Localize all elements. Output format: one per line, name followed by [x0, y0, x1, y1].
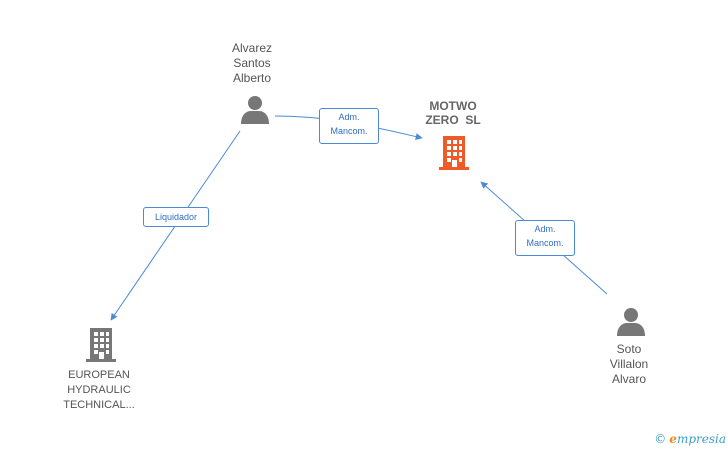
edge-label-line: Mancom. — [526, 238, 564, 248]
label-line: Santos — [233, 56, 271, 70]
building-icon[interactable] — [85, 327, 117, 363]
node-label-european: EUROPEAN HYDRAULIC TECHNICAL... — [44, 368, 154, 413]
label-line: Alvarez — [231, 41, 272, 55]
label-line: ZERO SL — [425, 113, 481, 127]
label-line: TECHNICAL... — [63, 399, 135, 411]
label-line: Alvaro — [611, 372, 646, 386]
brand-name: mpresia — [676, 432, 726, 446]
edge-label-line: Adm. — [338, 112, 360, 122]
node-label-soto: Soto Villalon Alvaro — [584, 342, 674, 387]
copyright-icon: © — [654, 432, 667, 446]
edge-label-line: Mancom. — [330, 126, 368, 136]
label-line: Soto — [616, 342, 642, 356]
person-icon[interactable] — [240, 94, 270, 126]
label-line: Alberto — [232, 71, 272, 85]
edge-label-line: Adm. — [534, 224, 556, 234]
person-icon[interactable] — [616, 306, 646, 338]
node-label-alvarez: Alvarez Santos Alberto — [207, 41, 297, 86]
label-line: HYDRAULIC — [67, 384, 131, 396]
label-line: Villalon — [609, 357, 649, 371]
edge-label-alvarez-european[interactable]: Liquidador — [143, 207, 209, 227]
edge-label-soto-motwo[interactable]: Adm. Mancom. — [515, 220, 575, 256]
brand-initial: e — [669, 432, 677, 446]
empresia-watermark: ©empresia — [654, 432, 726, 446]
label-line: EUROPEAN — [68, 369, 130, 381]
edge-label-line: Liquidador — [154, 212, 198, 222]
edge-label-alvarez-motwo[interactable]: Adm. Mancom. — [319, 108, 379, 144]
building-icon[interactable] — [438, 135, 470, 171]
node-label-motwo: MOTWO ZERO SL — [408, 99, 498, 127]
label-line: MOTWO — [429, 99, 477, 113]
